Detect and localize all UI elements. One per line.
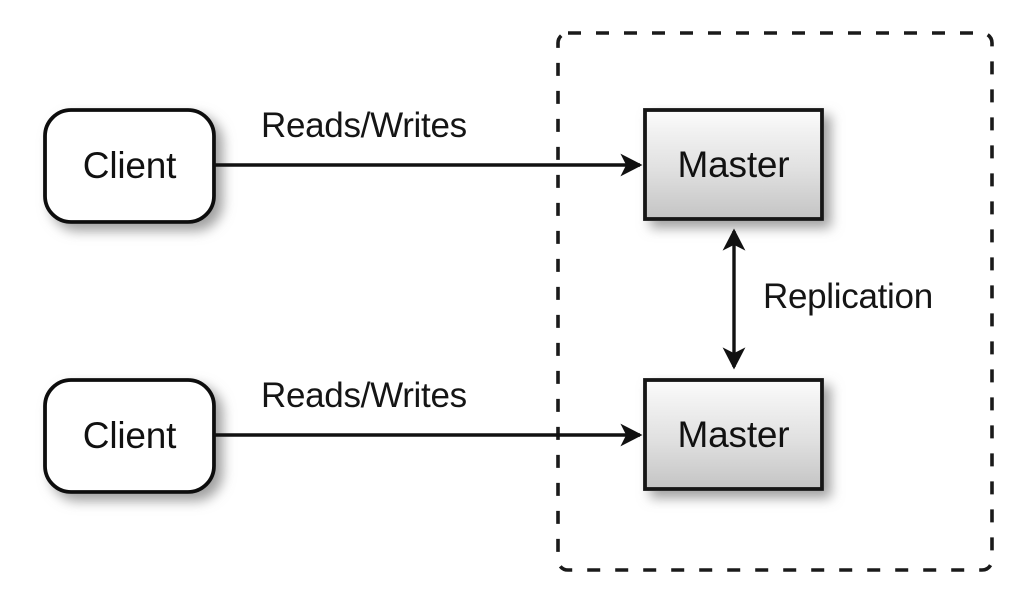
node-master-top[interactable]	[643, 108, 824, 221]
edge-label-replication: Replication	[763, 277, 933, 316]
edge-label-reads-writes-bottom: Reads/Writes	[261, 376, 467, 415]
node-client-top[interactable]	[43, 108, 216, 224]
node-client-bottom[interactable]	[43, 378, 216, 494]
edge-label-reads-writes-top: Reads/Writes	[261, 106, 467, 145]
cluster-boundary	[556, 31, 994, 572]
node-master-bottom[interactable]	[643, 378, 824, 491]
